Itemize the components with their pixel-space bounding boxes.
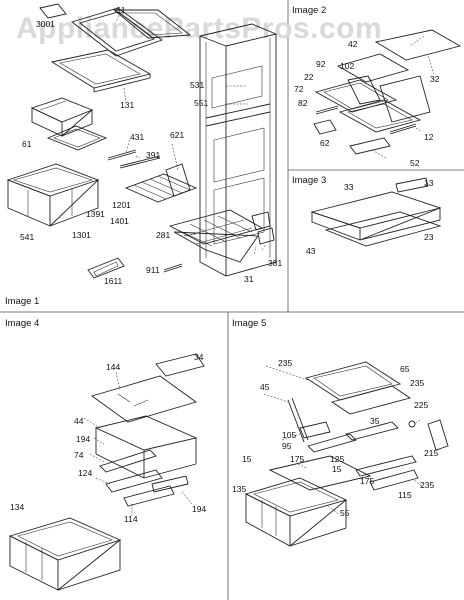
part-callout: 72 — [294, 84, 304, 94]
part-callout: 33 — [344, 182, 354, 192]
part-callout: 74 — [74, 450, 84, 460]
part-callout: 235 — [420, 480, 434, 490]
part-callout: 15 — [332, 464, 342, 474]
image-4-callouts: Image 4 144 34 44 194 74 124 134 114 194 — [5, 318, 206, 524]
part-callout: 65 — [400, 364, 410, 374]
part-callout: 43 — [306, 246, 316, 256]
part-callout: 135 — [232, 484, 246, 494]
image-3-drawing — [310, 177, 442, 247]
image-1-callouts: 61 3001 131 531 551 621 431 391 61 1201 … — [5, 5, 282, 307]
part-callout: 215 — [424, 448, 438, 458]
part-callout: 391 — [146, 150, 160, 160]
part-callout: 194 — [76, 434, 90, 444]
part-callout: 31 — [244, 274, 254, 284]
part-callout: 42 — [348, 39, 358, 49]
part-callout: 13 — [424, 178, 434, 188]
image-3-callouts: Image 3 33 13 43 23 — [292, 175, 434, 256]
part-callout: 911 — [146, 265, 160, 275]
part-callout: 551 — [194, 98, 208, 108]
part-callout: 44 — [74, 416, 84, 426]
image-4-drawing — [8, 353, 205, 591]
part-callout: 1391 — [86, 209, 105, 219]
image-1-drawing — [6, 3, 277, 279]
part-callout: 15 — [242, 454, 252, 464]
part-callout: 22 — [304, 72, 314, 82]
part-callout: 235 — [278, 358, 292, 368]
part-callout: 1401 — [110, 216, 129, 226]
part-callout: 1201 — [112, 200, 131, 210]
part-callout: 115 — [398, 490, 412, 500]
part-callout: 541 — [20, 232, 34, 242]
part-callout: 105 — [282, 430, 296, 440]
part-callout: 125 — [330, 454, 344, 464]
part-callout: 175 — [290, 454, 304, 464]
part-callout: 35 — [370, 416, 380, 426]
part-callout: 34 — [194, 352, 204, 362]
part-callout: 62 — [320, 138, 330, 148]
part-callout: 235 — [410, 378, 424, 388]
part-callout: 102 — [340, 61, 354, 71]
image-1-title: Image 1 — [5, 296, 39, 307]
image-4-title: Image 4 — [5, 318, 39, 329]
part-callout: 45 — [260, 382, 270, 392]
part-callout: 144 — [106, 362, 120, 372]
part-callout: 95 — [282, 441, 292, 451]
part-callout: 3001 — [36, 19, 55, 29]
image-3-title: Image 3 — [292, 175, 326, 186]
part-callout: 621 — [170, 130, 184, 140]
image-2-title: Image 2 — [292, 5, 326, 16]
part-callout: 1611 — [104, 276, 123, 286]
part-callout: 55 — [340, 508, 350, 518]
part-callout: 92 — [316, 59, 326, 69]
part-callout: 23 — [424, 232, 434, 242]
part-callout: 82 — [298, 98, 308, 108]
part-callout: 52 — [410, 158, 420, 168]
part-callout: 124 — [78, 468, 92, 478]
part-callout: 32 — [430, 74, 440, 84]
part-callout: 281 — [156, 230, 170, 240]
part-callout: 12 — [424, 132, 434, 142]
image-5-title: Image 5 — [232, 318, 266, 329]
part-callout: 61 — [116, 5, 126, 15]
part-callout: 1301 — [72, 230, 91, 240]
watermark: AppliancePartsPros.com — [16, 12, 382, 45]
part-callout: 531 — [190, 80, 204, 90]
image-2-callouts: Image 2 42 92 102 32 22 72 82 62 12 52 — [292, 5, 440, 168]
image-5-callouts: Image 5 235 65 235 45 35 105 95 225 125 … — [232, 318, 438, 518]
image-2-drawing — [313, 29, 462, 159]
part-callout: 225 — [414, 400, 428, 410]
part-callout: 114 — [124, 514, 138, 524]
part-callout: 381 — [268, 258, 282, 268]
image-5-drawing — [244, 361, 449, 547]
part-callout: 431 — [130, 132, 144, 142]
part-callout: 175 — [360, 476, 374, 486]
part-callout: 131 — [120, 100, 134, 110]
part-callout: 194 — [192, 504, 206, 514]
part-callout: 134 — [10, 502, 24, 512]
part-callout: 61 — [22, 139, 32, 149]
